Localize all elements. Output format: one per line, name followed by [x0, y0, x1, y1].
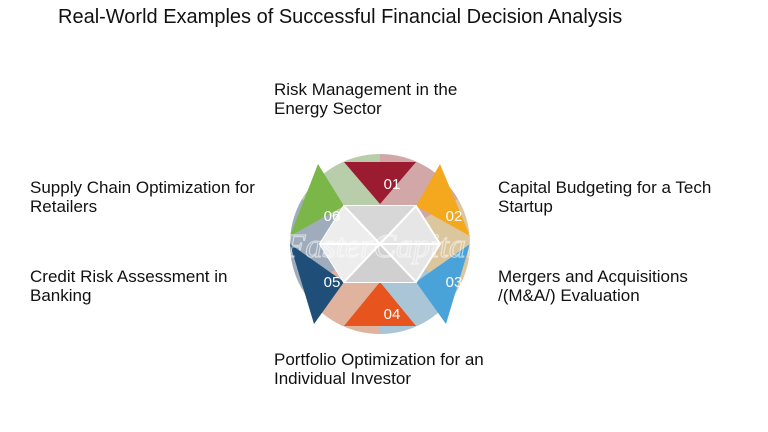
star-point-2 — [416, 164, 470, 236]
item-label-05: Credit Risk Assessment in Banking — [30, 267, 227, 305]
item-label-01-line1: Risk Management in the — [274, 80, 458, 99]
item-label-06-line2: Retailers — [30, 197, 98, 216]
item-label-06: Supply Chain Optimization for Retailers — [30, 178, 255, 216]
hex-facet-a — [344, 206, 416, 244]
item-label-02-line2: Startup — [498, 197, 553, 216]
number-06: 06 — [324, 208, 341, 225]
item-label-04: Portfolio Optimization for an Individual… — [274, 350, 484, 388]
star-point-5 — [290, 244, 344, 324]
hex-facet-b — [344, 244, 416, 282]
item-label-04-line2: Individual Investor — [274, 369, 412, 388]
item-label-04-line1: Portfolio Optimization for an — [274, 350, 484, 369]
number-05: 05 — [324, 274, 341, 291]
star-point-4 — [344, 282, 416, 326]
item-label-03: Mergers and Acquisitions /(M&A/) Evaluat… — [498, 267, 688, 305]
number-03: 03 — [446, 274, 463, 291]
item-label-05-line2: Banking — [30, 286, 92, 305]
item-label-01-line2: Energy Sector — [274, 99, 382, 118]
item-label-02: Capital Budgeting for a Tech Startup — [498, 178, 711, 216]
item-label-06-line1: Supply Chain Optimization for — [30, 178, 255, 197]
star-point-6 — [290, 164, 344, 236]
number-04: 04 — [384, 306, 401, 323]
item-label-03-line1: Mergers and Acquisitions — [498, 267, 688, 286]
number-01: 01 — [384, 176, 401, 193]
watermark-text: FasterCapital — [284, 228, 476, 265]
page-title: Real-World Examples of Successful Financ… — [58, 6, 623, 28]
item-label-03-line2: /(M&A/) Evaluation — [498, 286, 640, 305]
star-point-3 — [416, 244, 470, 324]
item-label-02-line1: Capital Budgeting for a Tech — [498, 178, 712, 197]
item-label-01: Risk Management in the Energy Sector — [274, 80, 457, 118]
star-point-1 — [344, 162, 416, 204]
item-label-05-line1: Credit Risk Assessment in — [30, 267, 228, 286]
number-02: 02 — [446, 208, 463, 225]
